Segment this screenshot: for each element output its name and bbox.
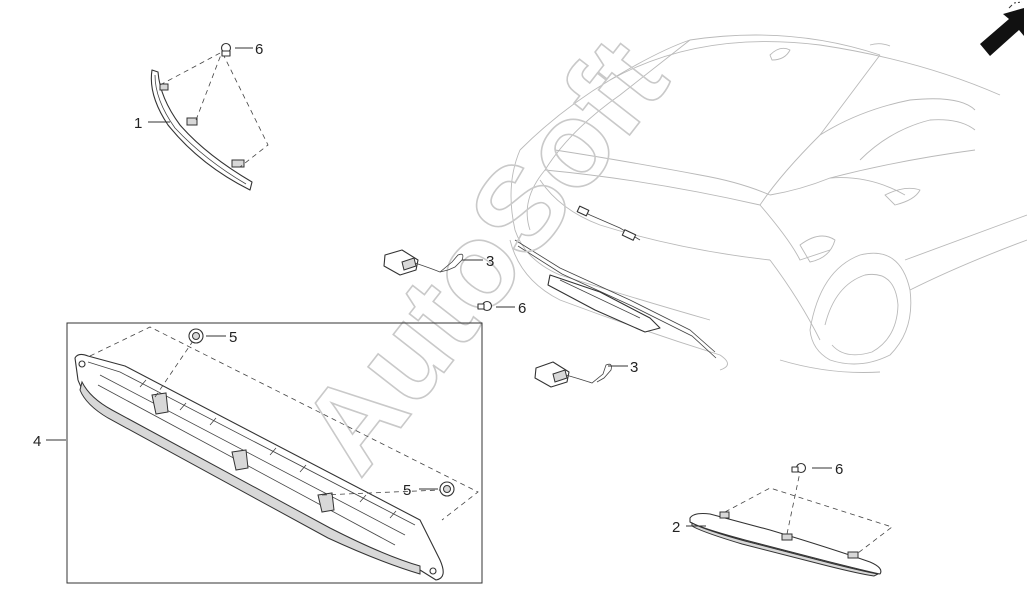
- callout-6b: 6: [518, 300, 526, 317]
- callout-3a: 3: [486, 253, 494, 270]
- part-3b-lamp[interactable]: [534, 361, 612, 388]
- part-6c-screw[interactable]: [791, 462, 807, 474]
- part-5b-clip[interactable]: [439, 481, 455, 497]
- part-3a-lamp[interactable]: [383, 249, 464, 276]
- part-2-right-trim[interactable]: [689, 511, 882, 577]
- watermark: AutoSoft: [275, 14, 692, 496]
- callout-6c: 6: [835, 461, 843, 478]
- callout-3b: 3: [630, 359, 638, 376]
- callout-5b: 5: [403, 482, 411, 499]
- part-6b-screw[interactable]: [477, 300, 493, 312]
- callout-4: 4: [33, 433, 41, 450]
- callout-1: 1: [134, 115, 142, 132]
- callout-6a: 6: [255, 41, 263, 58]
- callout-5a: 5: [229, 329, 237, 346]
- forward-arrow-icon: [980, 8, 1024, 56]
- dashed-direction-icon: [1008, 1, 1023, 9]
- part-4-rear-garnish[interactable]: [74, 353, 444, 581]
- part-5a-clip[interactable]: [188, 328, 204, 344]
- car-rear-outline: [509, 34, 1027, 373]
- part-6a-screw[interactable]: [220, 42, 232, 57]
- part-4-group-frame: [66, 322, 483, 584]
- callout-2: 2: [672, 519, 680, 536]
- part-1-left-trim[interactable]: [150, 69, 253, 191]
